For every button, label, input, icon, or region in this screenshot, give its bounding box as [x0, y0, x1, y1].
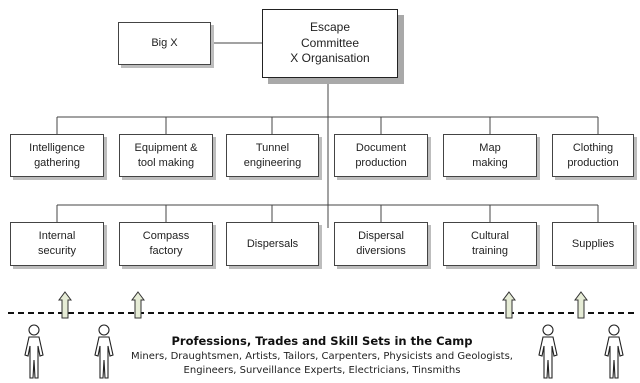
dept-label: Dispersals [246, 237, 299, 250]
dept-label: Cultural training [471, 230, 509, 257]
dept-box-dispersals: Dispersals [226, 222, 319, 266]
up-arrow-icon [574, 291, 588, 319]
dept-box-cultural: Cultural training [443, 222, 537, 266]
dept-label: Tunnel engineering [243, 141, 302, 169]
dept-box-compass: Compass factory [119, 222, 213, 266]
up-arrow-icon [502, 291, 516, 319]
dept-box-intelligence: Intelligence gathering [10, 134, 104, 177]
footer-title: Professions, Trades and Skill Sets in th… [171, 334, 473, 348]
dept-label: Document production [355, 141, 407, 169]
dept-label: Dispersal diversions [356, 230, 406, 257]
dept-label: Clothing production [567, 141, 619, 169]
person-icon [538, 324, 558, 379]
dept-label: Compass factory [142, 230, 190, 257]
dept-label: Equipment & tool making [134, 141, 198, 169]
dept-box-internal-security: Internal security [10, 222, 104, 266]
person-icon [604, 324, 624, 379]
dept-label: Supplies [571, 237, 615, 250]
big-x-label: Big X [151, 37, 178, 50]
footer-description: Miners, Draughtsmen, Artists, Tailors, C… [108, 350, 536, 377]
dept-box-clothing: Clothing production [552, 134, 634, 177]
dept-box-dispersal-diversions: Dispersal diversions [334, 222, 428, 266]
person-icon [24, 324, 44, 379]
dept-label: Map making [472, 141, 508, 169]
dept-box-equipment: Equipment & tool making [119, 134, 213, 177]
escape-committee-box: Escape Committee X Organisation [262, 9, 398, 78]
footer-line-1: Miners, Draughtsmen, Artists, Tailors, C… [131, 351, 513, 362]
person-icon [94, 324, 114, 379]
dept-label: Intelligence gathering [29, 141, 85, 169]
escape-committee-label: Escape Committee X Organisation [290, 20, 370, 66]
dept-box-document: Document production [334, 134, 428, 177]
big-x-box: Big X [118, 22, 211, 65]
dept-box-map: Map making [443, 134, 537, 177]
dept-box-tunnel: Tunnel engineering [226, 134, 319, 177]
up-arrow-icon [131, 291, 145, 319]
up-arrow-icon [58, 291, 72, 319]
dept-label: Internal security [38, 230, 76, 257]
dept-box-supplies: Supplies [552, 222, 634, 266]
footer-line-2: Engineers, Surveillance Experts, Electri… [183, 364, 461, 376]
